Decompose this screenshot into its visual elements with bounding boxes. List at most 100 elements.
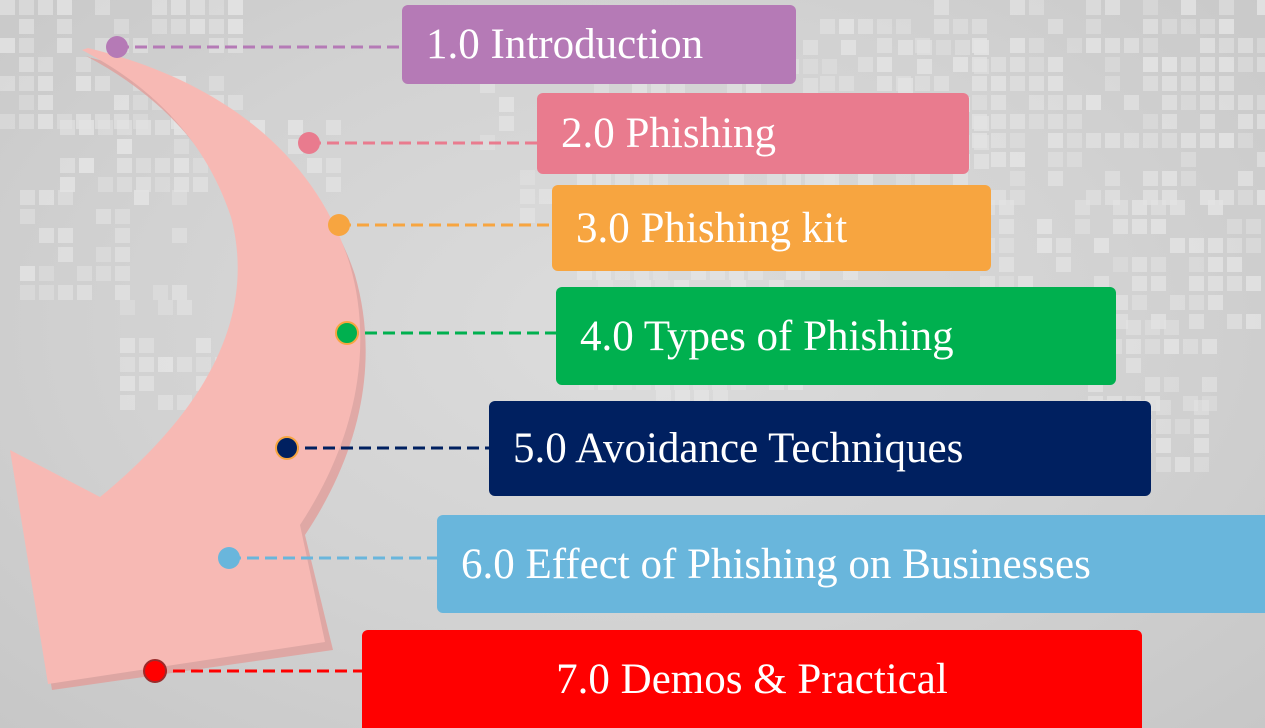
map-pixel bbox=[1219, 19, 1234, 34]
map-pixel bbox=[820, 171, 835, 186]
map-pixel bbox=[193, 177, 208, 192]
arrow-body bbox=[10, 48, 361, 684]
map-pixel bbox=[96, 247, 111, 262]
map-pixel bbox=[95, 0, 110, 15]
map-pixel bbox=[1164, 320, 1179, 335]
map-pixel bbox=[1257, 95, 1265, 110]
map-pixel bbox=[1238, 171, 1253, 186]
agenda-item-label: 5.0 Avoidance Techniques bbox=[513, 425, 964, 472]
map-pixel bbox=[1219, 38, 1234, 53]
map-pixel bbox=[115, 228, 130, 243]
map-pixel bbox=[196, 357, 211, 372]
agenda-item-avoidance-techniques[interactable]: 5.0 Avoidance Techniques bbox=[489, 401, 1151, 496]
agenda-item-label: 1.0 Introduction bbox=[426, 21, 704, 68]
map-pixel bbox=[174, 158, 189, 173]
agenda-item-phishing-kit[interactable]: 3.0 Phishing kit bbox=[552, 185, 991, 271]
map-pixel bbox=[1132, 200, 1147, 215]
map-pixel bbox=[1189, 257, 1204, 272]
map-pixel bbox=[1010, 152, 1025, 167]
map-pixel bbox=[1056, 238, 1071, 253]
map-pixel bbox=[136, 158, 151, 173]
map-pixel bbox=[39, 228, 54, 243]
map-pixel bbox=[1156, 400, 1171, 415]
map-pixel bbox=[326, 120, 341, 135]
agenda-item-introduction[interactable]: 1.0 Introduction bbox=[402, 5, 796, 84]
map-pixel bbox=[228, 0, 243, 15]
map-pixel bbox=[120, 376, 135, 391]
map-pixel bbox=[1189, 314, 1204, 329]
map-pixel bbox=[115, 209, 130, 224]
map-pixel bbox=[841, 40, 856, 55]
map-pixel bbox=[1037, 238, 1052, 253]
map-pixel bbox=[1194, 419, 1209, 434]
map-pixel bbox=[1086, 95, 1101, 110]
map-pixel bbox=[115, 266, 130, 281]
map-pixel bbox=[1124, 38, 1139, 53]
map-pixel bbox=[539, 189, 554, 204]
map-pixel bbox=[1246, 238, 1261, 253]
map-pixel bbox=[1208, 257, 1223, 272]
map-pixel bbox=[972, 95, 987, 110]
connector-dot-7 bbox=[143, 659, 167, 683]
map-pixel bbox=[991, 133, 1006, 148]
map-pixel bbox=[1145, 339, 1160, 354]
agenda-item-demos-practical[interactable]: 7.0 Demos & Practical bbox=[362, 630, 1142, 728]
map-pixel bbox=[158, 300, 173, 315]
map-pixel bbox=[326, 177, 341, 192]
map-pixel bbox=[19, 38, 34, 53]
map-pixel bbox=[972, 38, 987, 53]
map-pixel bbox=[1238, 95, 1253, 110]
map-pixel bbox=[19, 0, 34, 15]
map-pixel bbox=[58, 247, 73, 262]
agenda-item-effect-on-businesses[interactable]: 6.0 Effect of Phishing on Businesses bbox=[437, 515, 1265, 613]
map-pixel bbox=[803, 59, 818, 74]
map-pixel bbox=[1219, 95, 1234, 110]
map-pixel bbox=[1143, 38, 1158, 53]
map-pixel bbox=[1257, 0, 1265, 15]
map-pixel bbox=[153, 285, 168, 300]
map-pixel bbox=[0, 76, 15, 91]
map-pixel bbox=[1170, 238, 1185, 253]
map-pixel bbox=[60, 177, 75, 192]
map-pixel bbox=[1175, 457, 1190, 472]
map-pixel bbox=[38, 0, 53, 15]
map-pixel bbox=[1200, 76, 1215, 91]
map-pixel bbox=[57, 19, 72, 34]
agenda-item-phishing[interactable]: 2.0 Phishing bbox=[537, 93, 969, 174]
map-pixel bbox=[20, 266, 35, 281]
map-pixel bbox=[98, 177, 113, 192]
map-pixel bbox=[1156, 438, 1171, 453]
map-pixel bbox=[20, 285, 35, 300]
map-pixel bbox=[991, 57, 1006, 72]
map-pixel bbox=[1132, 219, 1147, 234]
map-pixel bbox=[1113, 257, 1128, 272]
map-pixel bbox=[1151, 314, 1166, 329]
map-pixel bbox=[136, 120, 151, 135]
map-pixel bbox=[1246, 219, 1261, 234]
map-pixel bbox=[120, 300, 135, 315]
map-pixel bbox=[991, 76, 1006, 91]
map-pixel bbox=[803, 40, 818, 55]
map-pixel bbox=[915, 76, 930, 91]
map-pixel bbox=[19, 76, 34, 91]
map-pixel bbox=[133, 95, 148, 110]
agenda-item-types-of-phishing[interactable]: 4.0 Types of Phishing bbox=[556, 287, 1116, 385]
map-pixel bbox=[877, 57, 892, 72]
map-pixel bbox=[1132, 257, 1147, 272]
map-pixel bbox=[196, 338, 211, 353]
map-pixel bbox=[999, 238, 1014, 253]
map-pixel bbox=[480, 135, 495, 150]
map-pixel bbox=[991, 152, 1006, 167]
map-pixel bbox=[20, 190, 35, 205]
map-pixel bbox=[934, 76, 949, 91]
agenda-item-label: 6.0 Effect of Phishing on Businesses bbox=[461, 540, 1091, 588]
map-pixel bbox=[152, 0, 167, 15]
map-pixel bbox=[1170, 295, 1185, 310]
map-pixel bbox=[1105, 0, 1120, 15]
map-pixel bbox=[115, 285, 130, 300]
map-pixel bbox=[1029, 76, 1044, 91]
map-pixel bbox=[1010, 171, 1025, 186]
map-pixel bbox=[190, 0, 205, 15]
map-pixel bbox=[1189, 238, 1204, 253]
